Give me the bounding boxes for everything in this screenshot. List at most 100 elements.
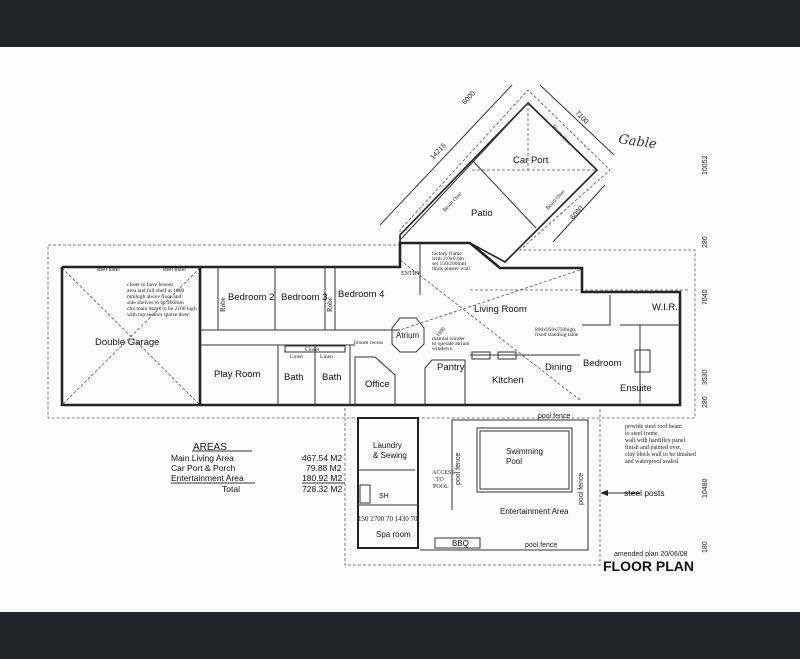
room-car-port: Car Port — [513, 155, 549, 166]
dimension: 10052 — [702, 155, 709, 175]
dimension: 1100 — [435, 326, 447, 338]
dimension: 6000 — [569, 205, 585, 221]
broom-recess-label: broom recess — [354, 340, 383, 346]
svg-text:Entertainment Area: Entertainment Area — [171, 473, 244, 483]
room-atrium: Atrium — [396, 331, 419, 340]
steel-lintel-label: steel lintel — [97, 267, 120, 273]
roof-hip-line — [399, 269, 581, 331]
floor-plan-sheet: Double Garage Bedroom 2 Bedroom 3 Bedroo… — [0, 47, 800, 612]
pool-fence-label: pool fence — [538, 413, 570, 420]
room-pantry: Pantry — [437, 362, 465, 373]
closet-shelf — [284, 345, 346, 353]
pantry-walls — [424, 359, 466, 405]
access-to-pool: TO — [436, 477, 445, 483]
room-bedroom: Bedroom — [583, 358, 622, 369]
dimension: 280 — [702, 236, 709, 248]
access-to-pool: ACCESS — [432, 470, 455, 476]
svg-text:wall with hardiflex panel: wall with hardiflex panel — [625, 437, 685, 444]
svg-text:set 150/200mm: set 150/200mm — [432, 261, 467, 267]
svg-text:factory frame: factory frame — [432, 250, 462, 257]
svg-text:and waterproof sealed.: and waterproof sealed. — [625, 458, 680, 465]
room-linen: Linen — [290, 354, 303, 360]
svg-text:windows.: windows. — [432, 346, 454, 352]
roof-note: provide steel roof beam to steel frame w… — [625, 423, 696, 465]
svg-text:ctrs.main doors to be 2100 hig: ctrs.main doors to be 2100 high — [127, 306, 197, 312]
svg-text:clay block wall to be finished: clay block wall to be finished — [625, 451, 696, 458]
carport-patio-divider — [471, 159, 537, 229]
room-living-room: Living Room — [474, 304, 527, 315]
room-closet: Closet — [305, 347, 320, 353]
svg-text:Total: Total — [222, 484, 240, 494]
dimension: 7640 — [702, 289, 709, 305]
room-entry: ENTRY — [401, 271, 421, 277]
room-bbq: BBQ — [452, 539, 469, 548]
svg-text:Car Port & Porch: Car Port & Porch — [171, 463, 236, 473]
dimension-line — [379, 84, 513, 226]
dimension: 3530 — [702, 369, 709, 385]
dimension: 6000 — [461, 90, 477, 106]
beam-over-label: Beam Over — [551, 124, 573, 147]
steel-posts-label: steel posts — [624, 488, 665, 498]
room-dining: Dining — [545, 362, 572, 373]
room-bedroom-2: Bedroom 2 — [228, 292, 274, 303]
room-kitchen: Kitchen — [492, 375, 524, 386]
kitchen-table-note: 800x950x750high fixed standing table — [535, 327, 579, 338]
arrow-head-icon — [600, 490, 608, 496]
svg-text:thick plaster wall: thick plaster wall — [432, 266, 470, 272]
room-office: Office — [365, 379, 390, 390]
steel-lintel-label: steel lintel — [163, 267, 186, 273]
window-note: manual winder to operate atrium windows. — [432, 336, 470, 352]
gable-handwritten-note: Gable — [617, 132, 657, 152]
dimension: 280 — [702, 396, 709, 408]
svg-text:fixed standing table: fixed standing table — [535, 331, 579, 338]
svg-text:to steel frame: to steel frame — [625, 430, 658, 437]
dimension: 10480 — [702, 478, 709, 498]
svg-text:with top section sparse door.: with top section sparse door. — [127, 312, 190, 318]
svg-text:closet to have broom: closet to have broom — [127, 282, 174, 288]
svg-text:Main Living Area: Main Living Area — [171, 453, 234, 463]
spa-dimensions: 150 2700 70 1430 70 — [358, 515, 418, 523]
amended-date: amended plan 20/06/08 — [614, 551, 688, 558]
svg-text:467.54 M2: 467.54 M2 — [302, 453, 342, 463]
house-walls — [60, 241, 682, 407]
room-robe: Robe — [326, 297, 334, 312]
pool-fence-label: pool fence — [455, 453, 462, 485]
room-swimming-pool: Swimming — [506, 447, 543, 456]
svg-text:180.92 M2: 180.92 M2 — [302, 473, 342, 483]
room-laundry: Laundry — [373, 441, 402, 450]
beam-over-label: Beam Over — [545, 189, 567, 212]
entertainment-roof-outline — [344, 408, 601, 566]
room-robe: Robe — [219, 297, 227, 312]
roof-hip-line — [399, 259, 581, 401]
room-sewing: & Sewing — [373, 451, 407, 460]
svg-text:provide steel roof beam: provide steel roof beam — [625, 423, 682, 430]
room-double-garage: Double Garage — [95, 337, 159, 348]
vanity — [634, 349, 651, 373]
office-walls — [354, 356, 396, 405]
room-spa-room: Spa room — [376, 530, 411, 539]
bbq-bench — [434, 537, 481, 549]
pool-fence-label: pool fence — [578, 473, 585, 505]
svg-text:finish and painted over,: finish and painted over, — [625, 444, 682, 451]
room-sh: SH — [379, 493, 389, 500]
swimming-pool-inner — [479, 430, 570, 490]
room-patio: Patio — [471, 208, 493, 219]
svg-text:79.88 M2: 79.88 M2 — [306, 463, 342, 473]
lower-wing-walls — [357, 417, 419, 549]
svg-text:mmhigh above floor and: mmhigh above floor and — [127, 293, 181, 300]
dimension-line — [552, 184, 606, 243]
room-bath: Bath — [322, 372, 342, 383]
room-wir: W.I.R. — [652, 302, 678, 313]
svg-text:with 2.0x0.6m: with 2.0x0.6m — [432, 256, 465, 262]
svg-text:800x950x750high: 800x950x750high — [535, 327, 575, 333]
svg-text:AREAS: AREAS — [193, 442, 227, 453]
room-bedroom-3: Bedroom 3 — [281, 292, 327, 303]
pool-fence — [420, 419, 589, 551]
room-linen: Linen — [320, 354, 333, 360]
room-bedroom-4: Bedroom 4 — [338, 289, 384, 300]
entry-note: factory frame with 2.0x0.6m set 150/200m… — [432, 250, 470, 272]
svg-text:728.32 M2: 728.32 M2 — [302, 484, 342, 494]
access-to-pool: POOL — [433, 484, 449, 490]
room-play-room: Play Room — [214, 369, 261, 380]
bedroom-wall — [582, 295, 611, 326]
